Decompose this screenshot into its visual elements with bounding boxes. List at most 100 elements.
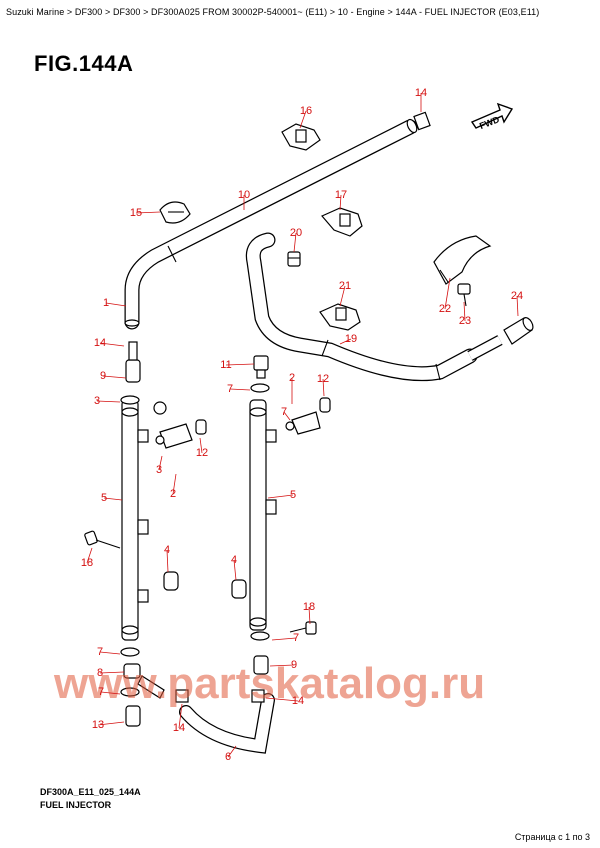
callout-number: 5 (101, 492, 107, 504)
callout-leader (269, 664, 295, 667)
callout-number: 8 (97, 667, 103, 679)
callout-number: 14 (415, 87, 427, 99)
callout-leader (267, 494, 294, 499)
figure-subtitle: FUEL INJECTOR (40, 800, 112, 810)
o-ring-7f (120, 687, 140, 697)
callout-leader (102, 375, 127, 379)
callout-number: 15 (130, 207, 142, 219)
callout-leader (283, 411, 291, 421)
cushion-4-right (231, 579, 247, 599)
hose-clip-21 (319, 303, 361, 331)
callout-leader (299, 110, 307, 129)
figure-code: DF300A_E11_025_144A (40, 787, 141, 797)
callout-number: 7 (98, 686, 104, 698)
fwd-label: FWD (478, 114, 501, 131)
callout-leader (135, 211, 161, 214)
breadcrumb: Suzuki Marine > DF300 > DF300 > DF300A02… (6, 7, 540, 17)
injector-right (285, 397, 331, 435)
callout-number: 4 (164, 544, 170, 556)
callout-number: 3 (156, 464, 162, 476)
callout-leader (96, 400, 121, 403)
hose-clip-14-lower-left (175, 689, 189, 703)
o-ring-7d (120, 647, 140, 657)
callout-leader (99, 342, 125, 347)
fuel-hose-upper (124, 118, 418, 330)
callout-leader (308, 606, 311, 625)
callout-leader (166, 549, 169, 573)
fitting-9-right (253, 655, 269, 675)
callout-number: 14 (94, 337, 106, 349)
callout-leader (99, 651, 121, 655)
callout-leader (227, 745, 237, 758)
callout-number: 1 (103, 297, 109, 309)
fitting-9-left (125, 341, 141, 383)
callout-leader (339, 285, 346, 307)
callout-number: 5 (290, 489, 296, 501)
callout-leader (199, 437, 203, 454)
callout-leader (229, 388, 251, 391)
o-ring-7a (120, 395, 140, 405)
hose-clip-14-top (413, 111, 431, 131)
bolt-18-left (84, 530, 121, 549)
o-ring-7e (250, 631, 270, 641)
callout-leader (339, 194, 342, 211)
callout-leader (172, 473, 177, 495)
callout-number: 16 (300, 105, 312, 117)
callout-leader (158, 455, 163, 471)
callout-number: 20 (290, 227, 302, 239)
cushion-4-left (163, 571, 179, 591)
bolt-11 (253, 355, 269, 379)
fuel-rail-right (249, 399, 277, 631)
callout-number: 9 (100, 370, 106, 382)
callout-number: 17 (335, 189, 347, 201)
bolt-23 (457, 283, 471, 307)
callout-number: 4 (231, 554, 237, 566)
callout-number: 7 (227, 383, 233, 395)
callout-leader (225, 363, 255, 366)
callout-number: 14 (173, 722, 185, 734)
callout-leader (103, 497, 123, 501)
callout-number: 14 (292, 695, 304, 707)
callout-number: 10 (238, 189, 250, 201)
callout-number: 18 (81, 557, 93, 569)
callout-number: 19 (345, 333, 357, 345)
callout-leader (86, 547, 93, 564)
fuel-hose-lower (179, 693, 275, 754)
callout-number: 3 (94, 395, 100, 407)
injector-left (155, 419, 207, 449)
callout-number: 2 (289, 372, 295, 384)
callout-leader (463, 301, 466, 322)
o-ring-7c (153, 401, 167, 415)
callout-leader (100, 691, 121, 695)
callout-leader (105, 302, 127, 307)
hose-clip-17 (321, 207, 363, 237)
callout-number: 6 (225, 751, 231, 763)
callout-number: 7 (293, 632, 299, 644)
watermark: www.partskatalog.ru (53, 659, 485, 708)
callout-leader (265, 697, 299, 702)
callout-number: 12 (196, 447, 208, 459)
plug-13 (125, 705, 141, 727)
fuel-rail-left (121, 399, 149, 641)
callout-number: 2 (170, 488, 176, 500)
figure-title: FIG.144A (34, 51, 134, 76)
bolt-18-right (289, 621, 317, 635)
page-indicator: Страница с 1 по 3 (514, 832, 590, 842)
bolt-20 (287, 251, 301, 267)
callout-leader (97, 721, 125, 726)
callout-number: 21 (339, 280, 351, 292)
hose-clip-15 (159, 201, 191, 224)
callout-leader (99, 671, 125, 674)
callout-number: 18 (303, 601, 315, 613)
fitting-8 (123, 663, 165, 699)
callout-number: 22 (439, 303, 451, 315)
callout-leader (322, 378, 325, 397)
callout-number: 24 (511, 290, 523, 302)
callout-leader (271, 637, 297, 641)
callout-leader (444, 277, 451, 310)
callout-leader (293, 232, 297, 253)
hose-clip-14-lower-right (251, 689, 265, 703)
callout-number: 7 (281, 406, 287, 418)
